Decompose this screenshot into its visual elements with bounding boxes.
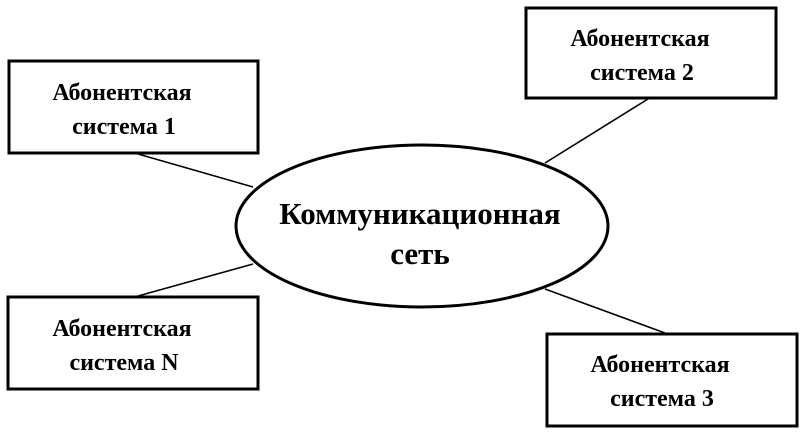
connector-system-n	[137, 263, 254, 297]
network-ellipse	[234, 143, 610, 309]
connector-system-2	[544, 98, 649, 164]
subscriber-system-n-label-line2: система N	[69, 350, 179, 376]
subscriber-system-3: Абонентская система 3	[545, 332, 799, 428]
network-label-line1: Коммуникационная	[279, 196, 560, 231]
subscriber-system-2-box	[524, 6, 778, 100]
subscriber-system-n-label-line1: Абонентская	[52, 316, 191, 342]
communication-network: Коммуникационная сеть	[234, 143, 610, 309]
subscriber-system-2: Абонентская система 2	[524, 6, 778, 100]
subscriber-system-n-box	[6, 295, 260, 391]
subscriber-system-3-label-line1: Абонентская	[590, 352, 729, 378]
connector-system-1	[137, 153, 254, 188]
subscriber-system-3-box	[545, 332, 799, 428]
subscriber-system-1: Абонентская система 1	[7, 59, 260, 155]
subscriber-system-3-label-line2: система 3	[610, 386, 714, 412]
subscriber-system-2-label-line2: система 2	[590, 60, 694, 86]
connector-system-3	[544, 288, 666, 334]
subscriber-system-1-label-line1: Абонентская	[52, 80, 191, 106]
network-label-line2: сеть	[390, 236, 450, 271]
subscriber-system-1-box	[7, 59, 260, 155]
subscriber-system-n: Абонентская система N	[6, 295, 260, 391]
subscriber-system-1-label-line2: система 1	[72, 114, 176, 140]
subscriber-system-2-label-line1: Абонентская	[570, 26, 709, 52]
